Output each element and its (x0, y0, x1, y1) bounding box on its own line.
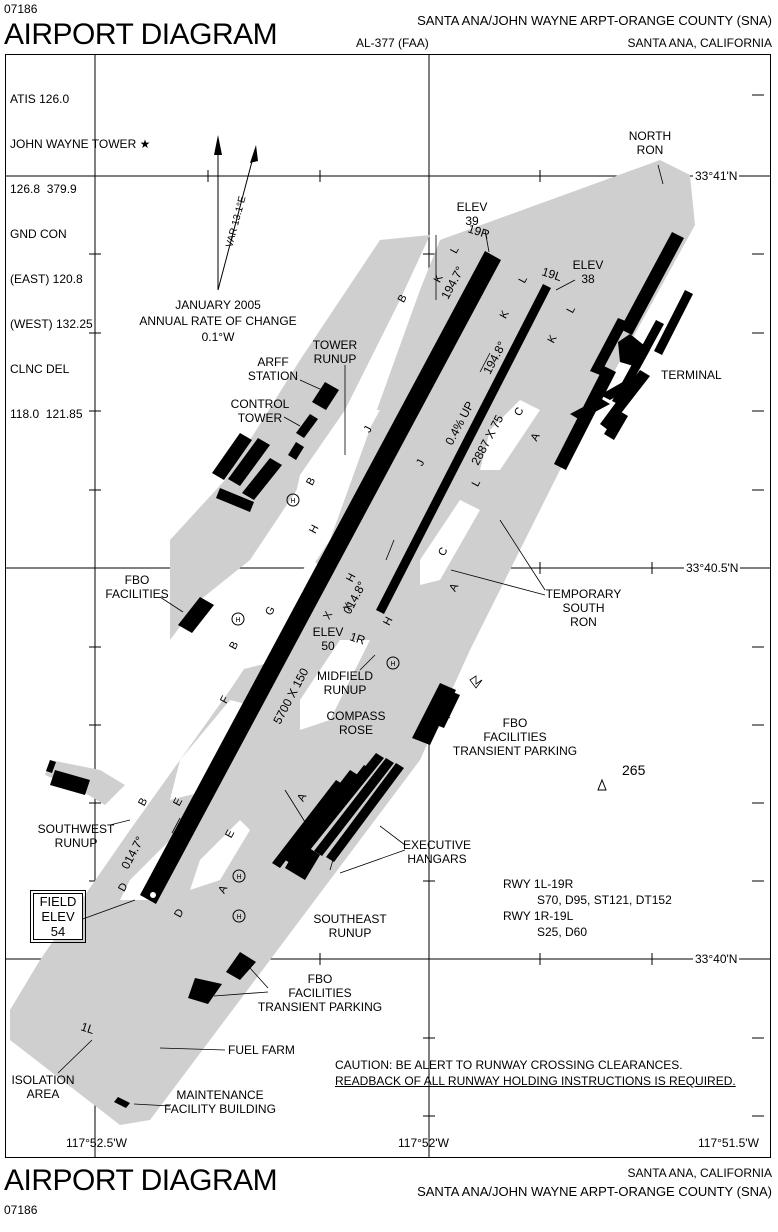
maintenance-building (114, 1097, 130, 1108)
freq-line: 118.0 121.85 (10, 407, 83, 421)
chart-code-bottom: 07186 (4, 1203, 38, 1217)
variation-date: JANUARY 2005 (175, 298, 261, 312)
terminal-buildings (554, 232, 693, 470)
svg-text:H: H (390, 661, 395, 668)
fbo-lower-label: FBO FACILITIES TRANSIENT PARKING (257, 972, 383, 1014)
caution-line-1: CAUTION: BE ALERT TO RUNWAY CROSSING CLE… (335, 1058, 683, 1072)
compass-rose-label: COMPASS ROSE (326, 709, 386, 737)
fuel-farm-label: FUEL FARM (228, 1043, 295, 1057)
fbo-west-building (178, 597, 214, 633)
southwest-runup-label: SOUTHWEST RUNUP (37, 822, 115, 850)
svg-text:H: H (290, 498, 295, 505)
freq-line: CLNC DEL (10, 362, 70, 376)
freq-line: 126.8 379.9 (10, 182, 77, 196)
runway-strength-block: RWY 1L-19R S70, D95, ST121, DT152 RWY 1R… (503, 876, 672, 940)
executive-hangar-rows (272, 753, 404, 880)
lon-mid-label: 117°52'W (398, 1136, 449, 1150)
fbo-lower-building-2 (188, 978, 222, 1004)
runway-19l-label: 19L (540, 265, 564, 285)
fbo-lower-building (226, 952, 256, 980)
fbo-east-label: FBO FACILITIES TRANSIENT PARKING (452, 716, 578, 758)
north-ron-label: NORTH RON (628, 129, 672, 157)
midfield-runup-label: MIDFIELD RUNUP (316, 669, 373, 697)
freq-line: (EAST) 120.8 (10, 272, 83, 286)
caution-line-2: READBACK OF ALL RUNWAY HOLDING INSTRUCTI… (335, 1074, 736, 1088)
svg-text:H: H (235, 617, 240, 624)
obstacle-height: 265 (622, 762, 646, 778)
svg-text:L: L (470, 478, 483, 489)
strength-line-3: RWY 1R-19L (503, 909, 574, 923)
freq-line: JOHN WAYNE TOWER ★ (10, 137, 151, 151)
lon-left-label: 117°52.5'W (66, 1136, 127, 1150)
svg-text:H: H (307, 523, 321, 536)
svg-text:F: F (218, 694, 232, 706)
beacon-star-icon (469, 675, 483, 689)
chart-code-top: 07186 (4, 2, 38, 16)
lat-bot-label: 33°40'N (693, 952, 740, 966)
runway-1L-19R (140, 251, 501, 904)
airport-name-top: SANTA ANA/JOHN WAYNE ARPT-ORANGE COUNTY … (417, 13, 772, 28)
svg-text:L: L (448, 245, 461, 256)
southwest-building (50, 770, 90, 795)
elev-38-label: ELEV 38 (572, 258, 604, 286)
runway-1R-19L (376, 284, 551, 614)
variation-label: VAR 13.1°E (224, 195, 248, 249)
city-bottom: SANTA ANA, CALIFORNIA (627, 1166, 772, 1180)
isolation-area-label: ISOLATION AREA (11, 1073, 75, 1101)
southeast-runup-label: SOUTHEAST RUNUP (313, 912, 387, 940)
tower-buildings (212, 382, 339, 512)
variation-rate-label: ANNUAL RATE OF CHANGE (139, 314, 297, 328)
north-arrow-icon (214, 135, 258, 291)
elev-39-label: ELEV 39 (456, 200, 488, 228)
page-title-bottom: AIRPORT DIAGRAM (4, 1164, 278, 1197)
tower-runup-label: TOWER RUNUP (312, 338, 358, 366)
leader-lines (57, 164, 664, 1107)
infield-islands (120, 400, 540, 900)
runway-19r-label: 19R (466, 222, 492, 242)
arff-station-label: ARFF STATION (247, 355, 299, 383)
page-title-top: AIRPORT DIAGRAM (4, 18, 278, 51)
procedure-id: AL-377 (FAA) (356, 36, 429, 50)
diagram-frame (5, 54, 771, 1158)
helipad-marks: H H H H H (235, 498, 395, 921)
svg-text:L: L (517, 274, 530, 285)
strength-line-4: S25, D60 (537, 925, 588, 939)
southwest-building-2 (46, 760, 56, 773)
freq-line: ATIS 126.0 (10, 92, 70, 106)
fbo-west-label: FBO FACILITIES (105, 573, 169, 601)
airport-name-bottom: SANTA ANA/JOHN WAYNE ARPT-ORANGE COUNTY … (417, 1184, 772, 1199)
strength-line-1: RWY 1L-19R (503, 877, 574, 891)
svg-text:B: B (227, 640, 241, 652)
svg-text:J: J (414, 458, 427, 468)
frequencies-block: ATIS 126.0 JOHN WAYNE TOWER ★ 126.8 379.… (10, 62, 150, 437)
svg-text:H: H (236, 874, 241, 881)
field-elevation-box: FIELD ELEV 54 (30, 890, 86, 943)
maintenance-label: MAINTENANCE FACILITY BUILDING (164, 1088, 276, 1116)
helipads (231, 493, 400, 923)
svg-text:H: H (236, 914, 241, 921)
lon-right-label: 117°51.5'W (698, 1136, 759, 1150)
strength-line-2: S70, D95, ST121, DT152 (537, 893, 672, 907)
elev-50-label: ELEV 50 (312, 625, 344, 653)
field-elevation-point (150, 892, 156, 898)
runway-1l-label: 1L (79, 1020, 96, 1038)
terminal-label: TERMINAL (661, 368, 722, 382)
variation-rate: 0.1°W (201, 330, 235, 344)
obstacle-icon (597, 778, 607, 791)
svg-text:L: L (565, 304, 578, 315)
lat-mid-label: 33°40.5'N (684, 561, 741, 575)
lat-top-label: 33°41'N (693, 169, 740, 183)
freq-line: (WEST) 132.25 (10, 317, 93, 331)
svg-text:J: J (362, 424, 375, 434)
caution-block: CAUTION: BE ALERT TO RUNWAY CROSSING CLE… (335, 1057, 736, 1089)
runway-1r-label: 1R (348, 630, 367, 648)
executive-hangars-label: EXECUTIVE HANGARS (402, 838, 471, 866)
city-top: SANTA ANA, CALIFORNIA (627, 36, 772, 50)
control-tower-label: CONTROL TOWER (230, 397, 290, 425)
temporary-south-ron-label: TEMPORARY SOUTH RON (545, 587, 622, 629)
variation-block: JANUARY 2005 ANNUAL RATE OF CHANGE 0.1°W (128, 297, 308, 345)
fbo-east-building-2 (434, 690, 460, 728)
freq-line: GND CON (10, 227, 67, 241)
